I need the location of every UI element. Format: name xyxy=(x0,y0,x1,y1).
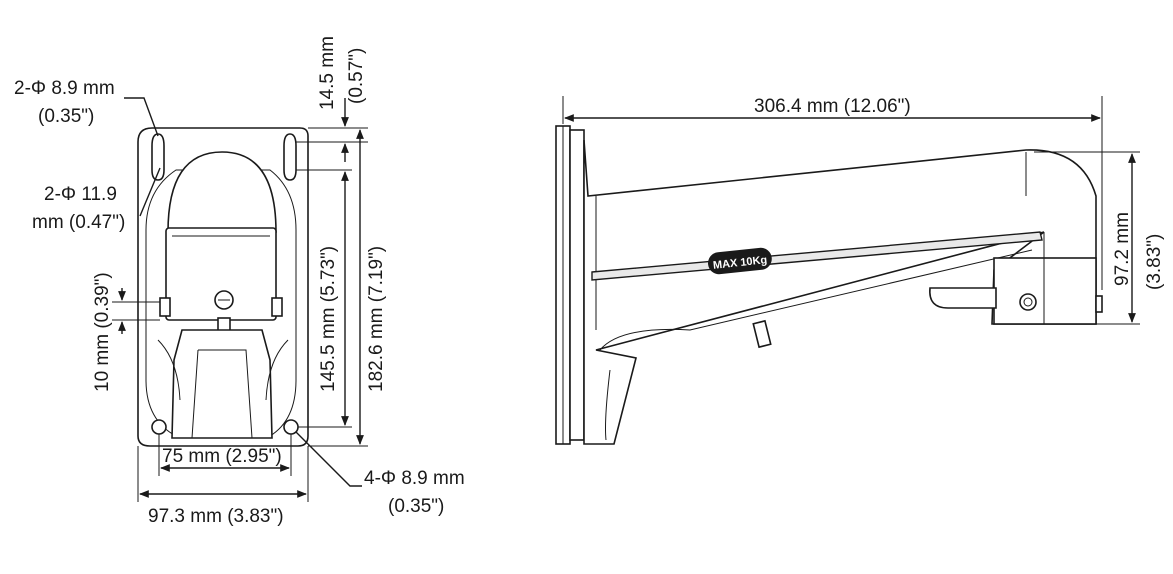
arm-groove xyxy=(591,231,1043,281)
top-hole-diameter-inch: (0.35") xyxy=(38,106,94,127)
side-view: MAX 10Kg 306.4 mm (12.06") 97.2 mm (3.83… xyxy=(555,96,1165,445)
end-cap xyxy=(993,257,1097,325)
slot-diameter-label: 2-Φ 11.9 xyxy=(44,184,117,205)
top-hole-diameter-label: 2-Φ 8.9 mm xyxy=(14,78,115,99)
bottom-hole-diameter-label: 4-Φ 8.9 mm xyxy=(364,468,465,489)
plate-width-label: 97.3 mm (3.83") xyxy=(148,506,284,527)
arm-dome xyxy=(167,151,277,233)
mount-hole-bottom-right xyxy=(283,419,299,435)
bolt-icon xyxy=(1019,293,1037,311)
top-offset-inch: (0.57") xyxy=(346,48,367,104)
arm-height-inch: (3.83") xyxy=(1144,234,1165,290)
keyhole-slot-left xyxy=(151,133,165,181)
bottom-hole-diameter-inch: (0.35") xyxy=(388,496,444,517)
hole-spacing-horizontal-label: 75 mm (2.95") xyxy=(162,446,282,467)
lower-screw xyxy=(752,319,772,349)
front-view: 2-Φ 8.9 mm (0.35") 2-Φ 11.9 mm (0.47") 1… xyxy=(14,36,465,527)
mount-hole-bottom-left xyxy=(151,419,167,435)
arm-neck xyxy=(171,329,273,439)
arm-height-label: 97.2 mm xyxy=(1112,212,1133,286)
bracket-arm xyxy=(583,139,1097,445)
hole-spacing-vertical-label: 145.5 mm (5.73") xyxy=(318,246,339,392)
top-offset-label: 14.5 mm xyxy=(317,36,338,110)
keyhole-slot-right xyxy=(283,133,297,181)
svg-text:MAX 10Kg: MAX 10Kg xyxy=(712,254,767,272)
plate-height-label: 182.6 mm (7.19") xyxy=(366,246,387,392)
slot-diameter-inch: mm (0.47") xyxy=(32,212,125,233)
arm-length-label: 306.4 mm (12.06") xyxy=(754,96,911,117)
slot-height-label: 10 mm (0.39") xyxy=(92,272,113,392)
max-load-badge: MAX 10Kg xyxy=(708,247,772,275)
